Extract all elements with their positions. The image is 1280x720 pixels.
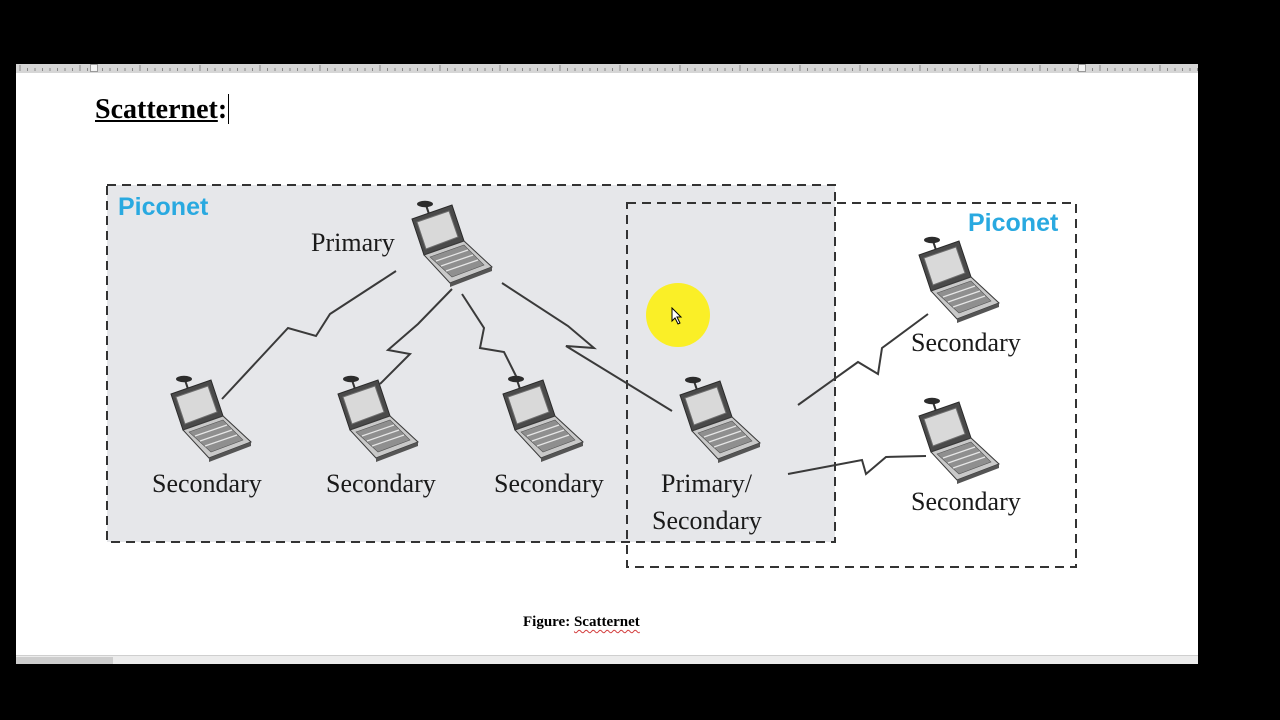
- right-piconet-label: Piconet: [968, 209, 1059, 237]
- document-window: Scatternet: Piconet Picon: [16, 64, 1198, 664]
- lightning-bolt-link-icon: [501, 282, 673, 412]
- caption-word: Scatternet: [573, 614, 640, 630]
- left-piconet-label: Piconet: [118, 193, 209, 221]
- lightning-bolt-link-icon: [379, 288, 453, 385]
- wireless-links: [221, 270, 929, 476]
- horizontal-ruler[interactable]: [16, 64, 1198, 73]
- bridge-label-line1: Primary/: [661, 469, 753, 498]
- secondary-1-label: Secondary: [152, 469, 262, 498]
- move-cursor-icon: [671, 307, 683, 325]
- secondary-2-label: Secondary: [326, 469, 436, 498]
- document-heading[interactable]: Scatternet:: [95, 94, 230, 126]
- figure-caption: Figure: Scatternet: [523, 614, 640, 631]
- scatternet-figure[interactable]: Piconet Piconet Primary Secondary Second…: [16, 64, 1198, 664]
- lightning-bolt-link-icon: [221, 270, 397, 400]
- caption-prefix: Figure:: [523, 614, 574, 630]
- secondary-right-bottom-label: Secondary: [911, 487, 1021, 516]
- lightning-bolt-link-icon: [787, 455, 927, 476]
- secondary-right-top-laptop-icon: [918, 235, 1000, 324]
- secondary-right-bottom-laptop-icon: [918, 396, 1000, 485]
- lightning-bolt-link-icon: [461, 293, 519, 381]
- heading-text: Scatternet: [95, 94, 218, 125]
- secondary-3-label: Secondary: [494, 469, 604, 498]
- horizontal-scrollbar[interactable]: [16, 655, 1198, 664]
- bridge-label-line2: Secondary: [652, 506, 762, 535]
- text-caret: [228, 94, 230, 124]
- right-indent-marker[interactable]: [1078, 64, 1086, 72]
- scrollbar-thumb[interactable]: [16, 657, 113, 664]
- heading-colon: :: [217, 94, 228, 125]
- left-indent-marker[interactable]: [90, 64, 98, 72]
- ruler-ticks: [19, 65, 1198, 71]
- lightning-bolt-link-icon: [797, 313, 929, 406]
- right-piconet-boundary: [626, 202, 1077, 568]
- secondary-right-top-label: Secondary: [911, 328, 1021, 357]
- primary-label: Primary: [311, 228, 395, 257]
- left-piconet-boundary: [106, 184, 836, 543]
